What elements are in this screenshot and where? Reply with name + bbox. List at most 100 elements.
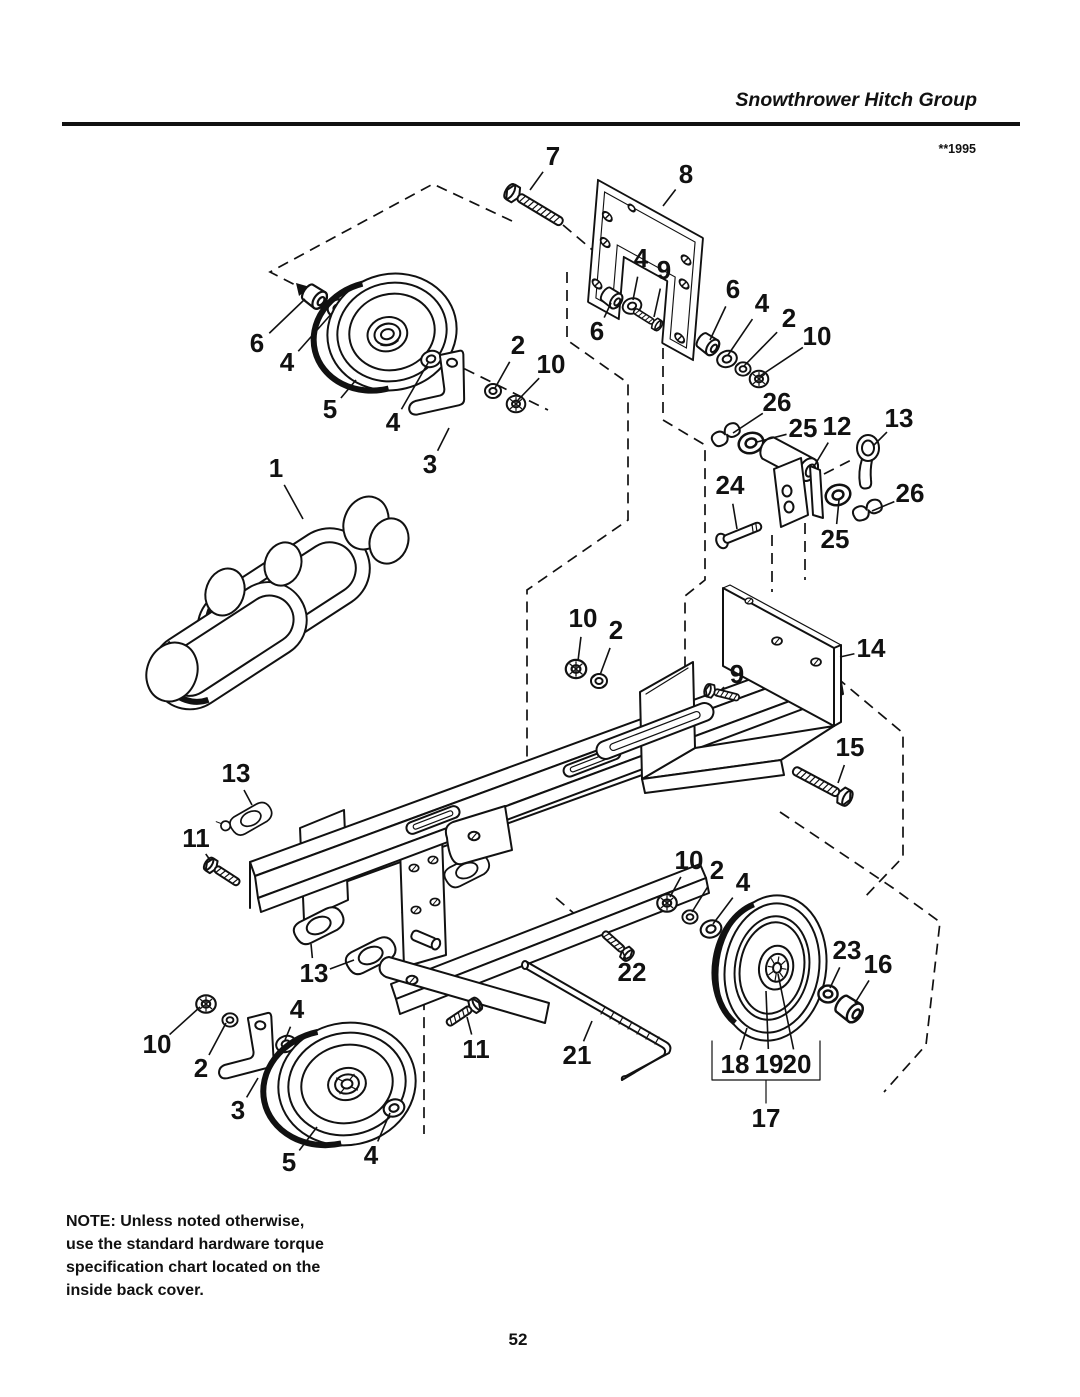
- year-code: **1995: [938, 142, 976, 156]
- part-callout-12: 12: [823, 411, 852, 441]
- bolt-11: [200, 854, 244, 891]
- callout-leader: [712, 897, 734, 925]
- gauge-wheel: [711, 894, 828, 1042]
- callout-leader: [310, 943, 314, 959]
- part-callout-19: 19: [755, 1049, 784, 1079]
- part-callout-2: 2: [609, 615, 623, 645]
- callout-leader: [709, 306, 727, 341]
- bolt-7: [500, 181, 568, 232]
- pin-24: [713, 517, 765, 552]
- idler-pulley-top: [310, 272, 458, 394]
- part-callout-17: 17: [752, 1103, 781, 1133]
- part-callout-6: 6: [250, 328, 264, 358]
- callout-leader: [603, 302, 612, 318]
- part-callout-4: 4: [364, 1140, 379, 1170]
- callout-leader: [732, 503, 738, 530]
- part-callout-1: 1: [269, 453, 283, 483]
- callout-leader: [812, 442, 829, 469]
- tension-rod-21: [521, 960, 672, 1081]
- part-callout-10: 10: [537, 349, 566, 379]
- callout-leader: [582, 1020, 593, 1042]
- part-callout-7: 7: [546, 141, 560, 171]
- callout-leader: [839, 652, 855, 658]
- part-callout-2: 2: [194, 1053, 208, 1083]
- nut-10: [656, 893, 678, 913]
- callout-leader: [340, 379, 357, 399]
- callout-leader: [529, 171, 544, 191]
- callout-leader: [871, 500, 895, 512]
- part-callout-3: 3: [423, 449, 437, 479]
- part-callout-11: 11: [462, 1034, 490, 1064]
- callout-leader: [854, 980, 870, 1004]
- callout-leader: [765, 990, 770, 1050]
- callout-leader: [653, 288, 662, 318]
- callout-leader: [835, 499, 840, 525]
- bolt-11: [442, 994, 486, 1031]
- v-belt: [145, 495, 410, 711]
- callout-leader: [494, 361, 511, 389]
- part-callout-11: 11: [182, 823, 210, 853]
- part-callout-10: 10: [803, 321, 832, 351]
- idler-pulley-bottom: [260, 1021, 417, 1149]
- idler-pulley-top-assembly: [298, 272, 527, 423]
- callout-leader: [727, 318, 754, 356]
- header-rule: [62, 122, 1020, 126]
- clevis-pin-13: [856, 434, 880, 490]
- callout-leader: [436, 427, 450, 452]
- part-callout-22: 22: [618, 957, 647, 987]
- part-callout-8: 8: [679, 159, 693, 189]
- part-callout-9: 9: [730, 659, 744, 689]
- hitch-channel-bracket-14: [564, 584, 856, 809]
- part-callout-20: 20: [783, 1049, 812, 1079]
- part-callout-26: 26: [896, 478, 925, 508]
- part-callout-26: 26: [763, 387, 792, 417]
- torque-note-line: specification chart located on the: [66, 1259, 321, 1276]
- part-callout-9: 9: [657, 255, 671, 285]
- part-callout-4: 4: [736, 867, 751, 897]
- callout-leader: [377, 1112, 391, 1142]
- callout-leader: [777, 973, 795, 1050]
- callout-leader: [632, 276, 639, 301]
- callout-leader: [243, 789, 253, 806]
- nut-10: [564, 658, 588, 680]
- hitch-block-assembly: [709, 418, 885, 552]
- part-callout-3: 3: [231, 1095, 245, 1125]
- part-callout-2: 2: [782, 303, 796, 333]
- page-number: 52: [508, 1330, 528, 1349]
- part-callout-21: 21: [563, 1040, 592, 1070]
- callout-leader: [691, 885, 709, 913]
- callout-leader: [268, 298, 306, 334]
- nut-2: [590, 673, 608, 689]
- callout-leader: [872, 431, 888, 447]
- part-callout-10: 10: [675, 845, 704, 875]
- part-callout-6: 6: [590, 316, 604, 346]
- part-callout-15: 15: [836, 732, 865, 762]
- part-callout-16: 16: [864, 949, 893, 979]
- part-callout-14: 14: [857, 633, 886, 663]
- callout-leader: [297, 311, 334, 352]
- nut-23: [817, 984, 839, 1004]
- torque-note-line: use the standard hardware torque: [66, 1236, 324, 1253]
- nut-2: [484, 383, 502, 399]
- callout-leader: [169, 1006, 201, 1036]
- part-callout-2: 2: [710, 855, 724, 885]
- gauge-wheel-assembly: [656, 893, 868, 1104]
- callout-leader: [245, 1077, 259, 1098]
- part-callout-23: 23: [833, 935, 862, 965]
- callout-leader: [829, 967, 841, 989]
- part-callout-2: 2: [511, 330, 525, 360]
- part-callout-4: 4: [755, 288, 770, 318]
- part-callout-13: 13: [300, 958, 329, 988]
- torque-note: NOTE: Unless noted otherwise, use the st…: [66, 1210, 324, 1302]
- part-callout-6: 6: [726, 274, 740, 304]
- part-callout-10: 10: [569, 603, 598, 633]
- nut-10: [195, 994, 217, 1014]
- callout-leader: [662, 189, 677, 207]
- part-callout-24: 24: [716, 470, 745, 500]
- page-title: Snowthrower Hitch Group: [735, 89, 977, 111]
- callout-leader: [329, 959, 355, 970]
- part-callout-4: 4: [386, 407, 401, 437]
- part-callout-13: 13: [885, 403, 914, 433]
- nut-2: [681, 909, 699, 925]
